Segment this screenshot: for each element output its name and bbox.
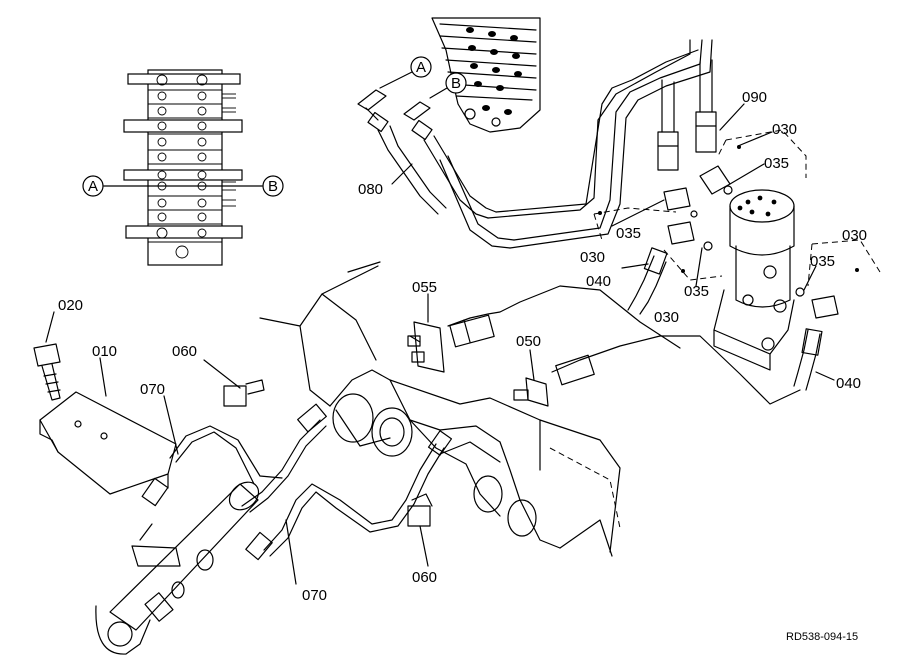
callout-035c: 035 [684, 283, 709, 300]
callout-035d: 035 [810, 253, 835, 270]
callout-050: 050 [516, 333, 541, 350]
bolt-020 [33, 343, 61, 401]
callout-020: 020 [58, 297, 83, 314]
callout-035a: 035 [764, 155, 789, 172]
callout-030a: 030 [772, 121, 797, 138]
callout-070a: 070 [140, 381, 165, 398]
boom-frame [259, 261, 621, 557]
plate-055 [407, 285, 681, 373]
bolt-060b [407, 493, 433, 527]
callout-010: 010 [92, 343, 117, 360]
drawing-code: RD538-094-15 [786, 631, 858, 643]
callout-080: 080 [358, 181, 383, 198]
callout-030c: 030 [654, 309, 679, 326]
port-b-label: B [268, 178, 278, 195]
valve-port-b-label: B [451, 75, 461, 92]
callout-labels: 020 010 070 060 070 060 055 050 080 090 … [58, 89, 867, 604]
boom-cylinder [95, 481, 260, 655]
port-a-label: A [88, 178, 98, 195]
port-b-callout [262, 175, 284, 197]
elbow-fittings-valve [357, 89, 433, 141]
port-a-callout [82, 175, 104, 197]
callout-040b: 040 [836, 375, 861, 392]
callout-030b: 030 [580, 249, 605, 266]
leader-lines [45, 103, 835, 585]
valve-schematic: A B [82, 69, 284, 266]
callout-060a: 060 [172, 343, 197, 360]
plate-050 [513, 335, 801, 407]
swivel-joint [713, 189, 795, 371]
callout-070b: 070 [302, 587, 327, 604]
callout-090: 090 [742, 89, 767, 106]
hose-080-090 [377, 39, 717, 249]
callout-040a: 040 [586, 273, 611, 290]
bracket-010 [39, 391, 177, 495]
callout-060b: 060 [412, 569, 437, 586]
callout-030d: 030 [842, 227, 867, 244]
valve-port-b-callout [445, 72, 467, 94]
control-valve-stack [431, 17, 541, 133]
valve-port-a-callout [410, 56, 432, 78]
callout-035b: 035 [616, 225, 641, 242]
hoses-lower [141, 403, 453, 561]
swivel-fittings [593, 129, 881, 391]
valve-port-a-label: A [416, 59, 426, 76]
callout-055: 055 [412, 279, 437, 296]
bolt-060a [223, 379, 265, 407]
